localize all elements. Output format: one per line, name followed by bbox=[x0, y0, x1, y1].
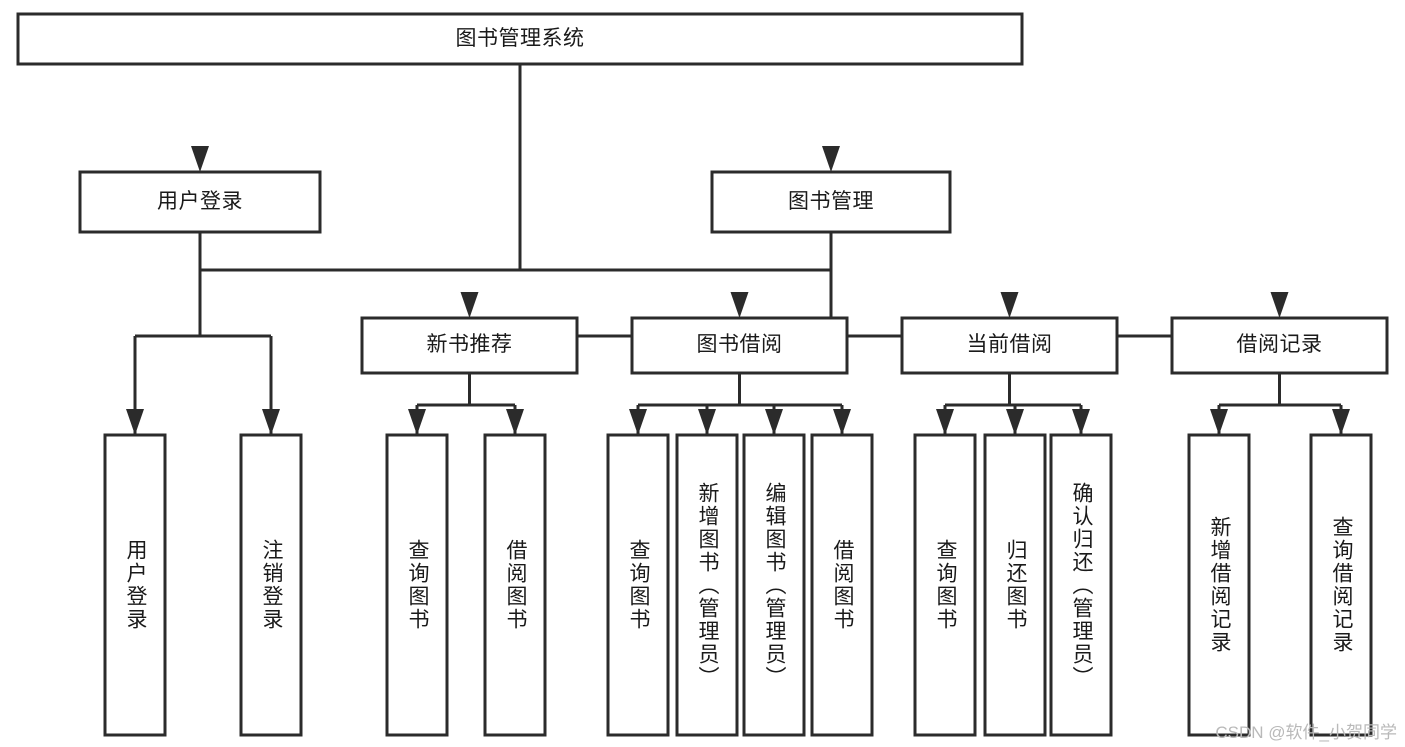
arrow-head-icon bbox=[833, 409, 851, 435]
node-box-leaf-return-book[interactable] bbox=[983, 433, 1047, 737]
arrow-head-icon bbox=[191, 146, 209, 172]
node-box-root[interactable] bbox=[16, 12, 1024, 66]
box-layer bbox=[16, 12, 1389, 737]
node-box-leaf-query-book-3[interactable] bbox=[913, 433, 977, 737]
node-box-book-manage[interactable] bbox=[710, 170, 952, 234]
node-box-leaf-borrow-book-1[interactable] bbox=[483, 433, 547, 737]
node-box-leaf-add-record[interactable] bbox=[1187, 433, 1251, 737]
arrow-head-icon bbox=[936, 409, 954, 435]
arrow-head-icon bbox=[822, 146, 840, 172]
arrow-head-icon bbox=[126, 409, 144, 435]
arrow-head-icon bbox=[1006, 409, 1024, 435]
node-box-leaf-confirm-return[interactable] bbox=[1049, 433, 1113, 737]
arrow-head-icon bbox=[698, 409, 716, 435]
node-box-leaf-query-book-1[interactable] bbox=[385, 433, 449, 737]
arrow-head-icon bbox=[765, 409, 783, 435]
arrow-head-icon bbox=[1000, 292, 1019, 318]
arrow-head-icon bbox=[262, 409, 280, 435]
arrow-head-icon bbox=[1332, 409, 1350, 435]
node-box-leaf-query-book-2[interactable] bbox=[606, 433, 670, 737]
node-box-new-book-recommend[interactable] bbox=[360, 316, 579, 375]
node-box-leaf-edit-book[interactable] bbox=[742, 433, 806, 737]
node-box-current-borrow[interactable] bbox=[900, 316, 1119, 375]
arrow-head-icon bbox=[1072, 409, 1090, 435]
node-box-user-login[interactable] bbox=[78, 170, 322, 234]
arrow-head-icon bbox=[460, 292, 479, 318]
node-box-leaf-logout[interactable] bbox=[239, 433, 303, 737]
arrow-head-icon bbox=[1270, 292, 1289, 318]
node-box-leaf-query-record[interactable] bbox=[1309, 433, 1373, 737]
node-box-book-borrow[interactable] bbox=[630, 316, 849, 375]
arrow-head-icon bbox=[1210, 409, 1228, 435]
arrow-head-icon bbox=[629, 409, 647, 435]
edge-layer bbox=[126, 64, 1350, 435]
node-box-borrow-record[interactable] bbox=[1170, 316, 1389, 375]
arrow-head-icon bbox=[730, 292, 749, 318]
node-box-leaf-add-book[interactable] bbox=[675, 433, 739, 737]
arrow-head-icon bbox=[506, 409, 524, 435]
arrow-head-icon bbox=[408, 409, 426, 435]
node-box-leaf-borrow-book-2[interactable] bbox=[810, 433, 874, 737]
node-box-leaf-user-login[interactable] bbox=[103, 433, 167, 737]
